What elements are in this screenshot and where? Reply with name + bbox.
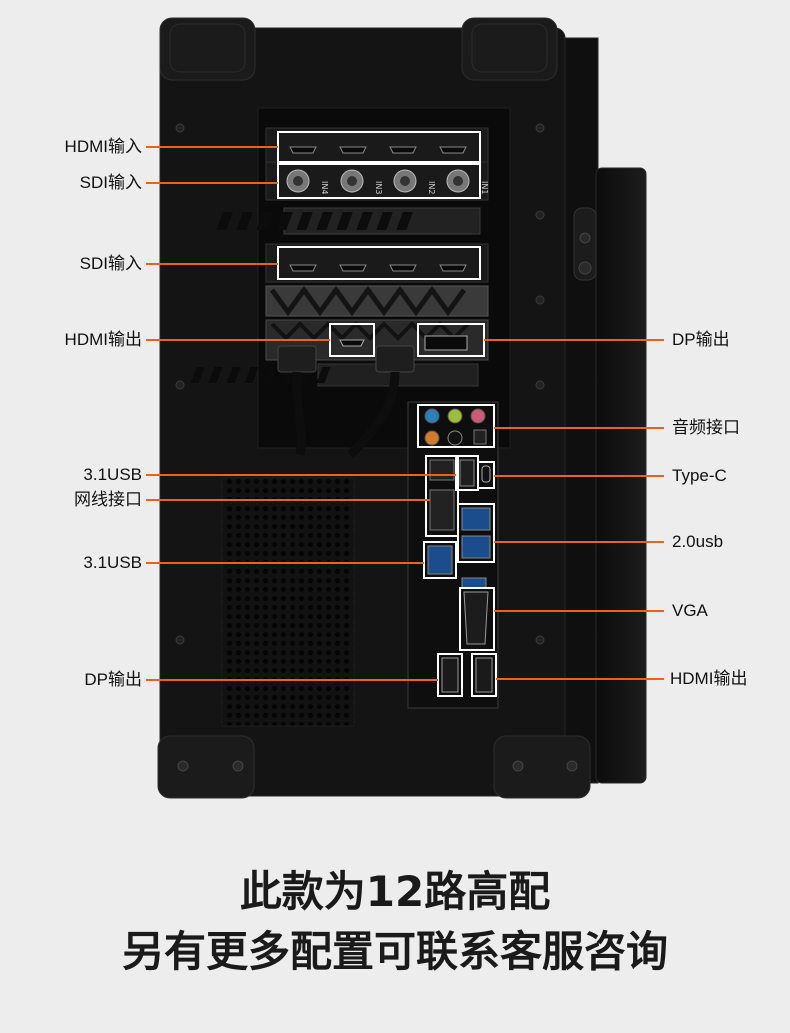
- caption-line-1: 此款为12路高配: [239, 867, 551, 916]
- sdi-port-label: IN1: [480, 181, 489, 194]
- sdi-port-label: IN3: [374, 181, 383, 194]
- mesh-vent: [221, 477, 355, 727]
- callout-hdmi-in-label: HDMI输入: [64, 137, 142, 156]
- highlight-audio: [417, 404, 495, 448]
- gpu-outputs: [277, 335, 468, 459]
- caption-line-2: 另有更多配置可联系客服咨询: [121, 927, 668, 976]
- highlight-vga: [459, 587, 495, 651]
- highlight-hdmi-board: [471, 653, 497, 697]
- hdmi-input-ports: [289, 146, 467, 154]
- side-handle: [559, 37, 647, 784]
- highlight-usb20: [457, 503, 495, 563]
- callout-type-c-label: Type-C: [672, 466, 727, 485]
- callout-dp-out-board-label: DP输出: [84, 670, 142, 689]
- callout-dp-out-gpu-label: DP输出: [672, 330, 730, 349]
- highlight-sdi-in: [277, 163, 481, 199]
- sdi-port-label: IN4: [320, 181, 329, 194]
- hdmi-input-ports-card2: [289, 264, 467, 272]
- callout-usb31-top-label: 3.1USB: [83, 465, 142, 484]
- callout-usb31-bottom-label: 3.1USB: [83, 553, 142, 572]
- highlight-ethernet: [425, 455, 459, 537]
- sdi-port-label: IN2: [427, 181, 436, 194]
- sdi-bnc-ports: IN4 IN3 IN2 IN1: [286, 169, 489, 194]
- highlight-usb31-bottom: [423, 541, 457, 579]
- callout-sdi-in-2-label: SDI输入: [79, 254, 142, 273]
- callout-hdmi-out-board-label: HDMI输出: [670, 669, 748, 688]
- callout-sdi-in-label: SDI输入: [79, 173, 142, 192]
- callout-hdmi-out-label: HDMI输出: [64, 330, 142, 349]
- callout-vga-label: VGA: [672, 601, 708, 620]
- callout-usb20-label: 2.0usb: [672, 532, 724, 551]
- highlight-dp-board: [437, 653, 463, 697]
- callout-lines: [146, 146, 664, 681]
- callout-ethernet-label: 网线接口: [74, 490, 142, 509]
- callout-audio-label: 音频接口: [672, 418, 740, 437]
- chassis-feet: [157, 735, 591, 799]
